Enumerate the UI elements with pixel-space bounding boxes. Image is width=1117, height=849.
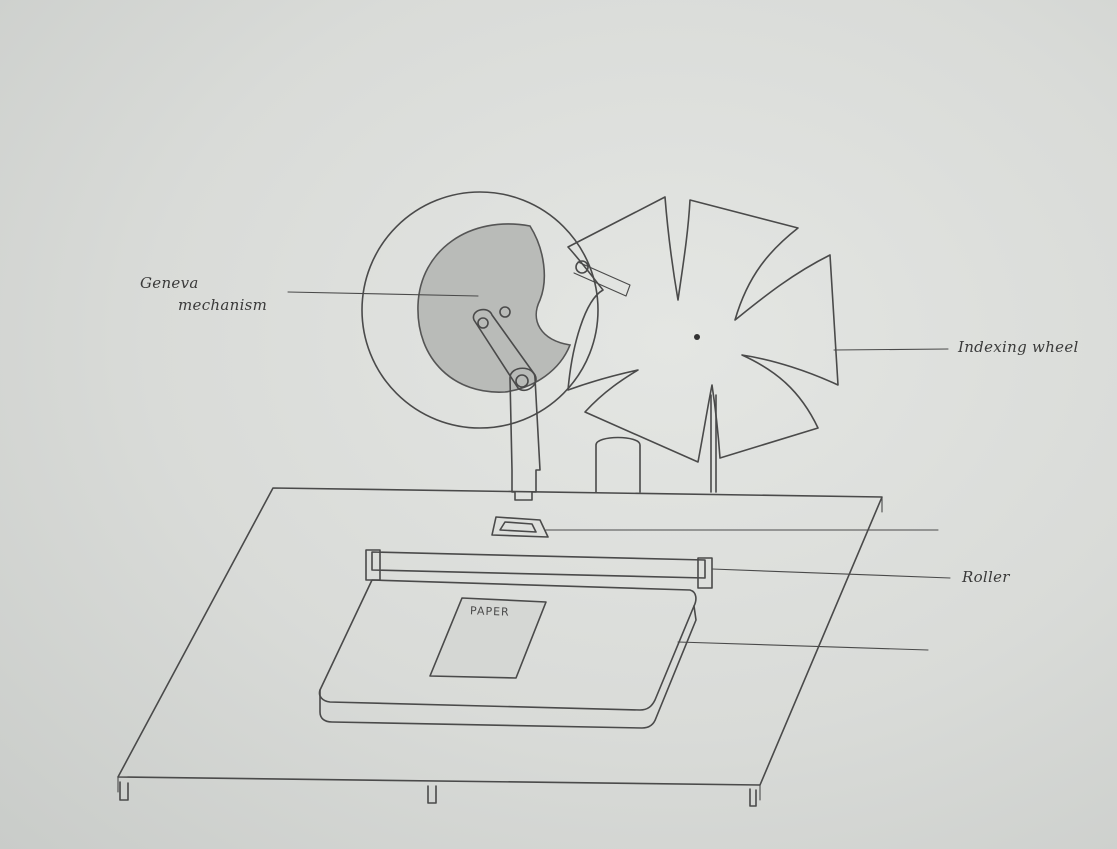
support-block — [596, 438, 640, 493]
stamp-head — [492, 517, 548, 537]
geneva-locking-disc — [418, 224, 570, 392]
indexing-wheel — [568, 197, 838, 462]
label-geneva-mechanism: Geneva mechanism — [140, 272, 267, 316]
roller-end-left — [366, 550, 380, 580]
table-leg — [428, 786, 436, 803]
leader-line-tray — [678, 642, 928, 650]
table-leg — [120, 782, 128, 800]
label-roller: Roller — [962, 568, 1010, 586]
paper-label: PAPER — [470, 604, 510, 618]
table-leg — [750, 789, 756, 806]
wheel-post — [711, 395, 716, 492]
label-geneva-line1: Geneva — [140, 272, 267, 294]
label-indexing-wheel: Indexing wheel — [958, 338, 1079, 356]
leader-line-indexing — [834, 349, 948, 350]
roller — [372, 552, 705, 578]
label-geneva-line2: mechanism — [140, 294, 267, 316]
wheel-center — [694, 334, 700, 340]
leader-line-roller — [712, 569, 950, 578]
